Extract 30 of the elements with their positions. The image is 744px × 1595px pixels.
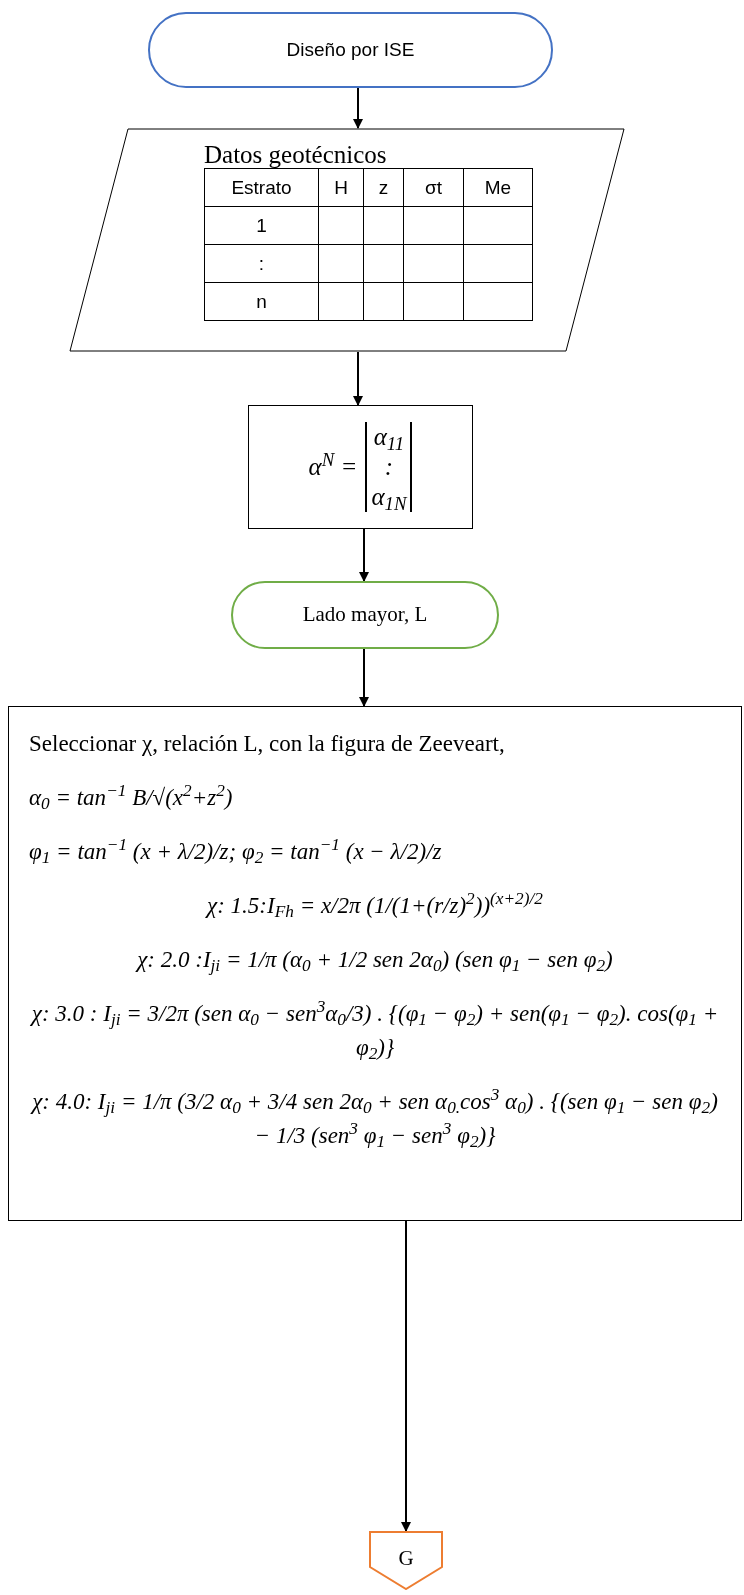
table-header-cell: Me [464,169,533,207]
arrow [359,528,369,582]
matrix-lhs: α$^{N}$ = [308,448,358,483]
formula: χ: 3.0 : I$_{ji}$ = 3/2π (sen α$_{0}$ − sen$^{3}$α$_{0}$/3) . {(φ$_{1}$ − φ$_{2}$) + sen(φ$_{1}$ − φ$_{2}$). cos(φ$_{1}$ + φ$_{2}$)} [29,997,720,1065]
matrix-entry: α$_{1N}$ [371,482,407,512]
formula: χ: 2.0 :I$_{ji}$ = 1/π (α$_{0}$ + 1/2 sen 2α$_{0}$) (sen φ$_{1}$ − sen φ$_{2}$) [134,946,614,977]
table-header-cell: σt [404,169,464,207]
matrix-entry: α$_{11}$ [373,422,405,452]
process-box [8,706,742,1221]
arrow [401,1220,411,1532]
table-cell: n [205,283,319,321]
table-cell: 1 [205,207,319,245]
formula: α$_{0}$ = tan$^{−1}$ B/√(x$^{2}$+z$^{2}$) [29,781,234,815]
node-text: Lado mayor, L [302,601,428,629]
table-header-cell: z [364,169,404,207]
process-box [248,405,473,529]
formula: χ: 1.5:I$_{Fh}$ = x/2π (1/(1+(r/z)$^{2}$))$^{(x+2)/2}$ [204,889,544,923]
matrix-entry: : [384,452,394,482]
arrow [353,87,363,129]
arrow [359,648,369,707]
instruction-text: Seleccionar χ, relación L, con la figura de Zeeveart, [29,730,506,758]
arrow [353,351,363,406]
formula: φ$_{1}$ = tan$^{−1}$ (x + λ/2)/z; φ$_{2}$ = tan$^{−1}$ (x − λ/2)/z [29,835,443,869]
node-text: G [398,1545,414,1572]
table-header-cell: Estrato [205,169,319,207]
table-cell: : [205,245,319,283]
node-text: Diseño por ISE [286,37,415,62]
data-heading: Datos geotécnicos [204,142,387,167]
table-header-cell: H [319,169,364,207]
formula: χ: 4.0: I$_{ji}$ = 1/π (3/2 α$_{0}$ + 3/4 sen 2α$_{0}$ + sen α$_{0.}$cos$^{3}$ α$_{0}$) . {(sen φ$_{1}$ − sen φ$_{2}$) − 1/3 (sen$^{3}$ φ$_{1}$ − sen$^{3}$ φ$_{2}$)} [29,1085,719,1153]
